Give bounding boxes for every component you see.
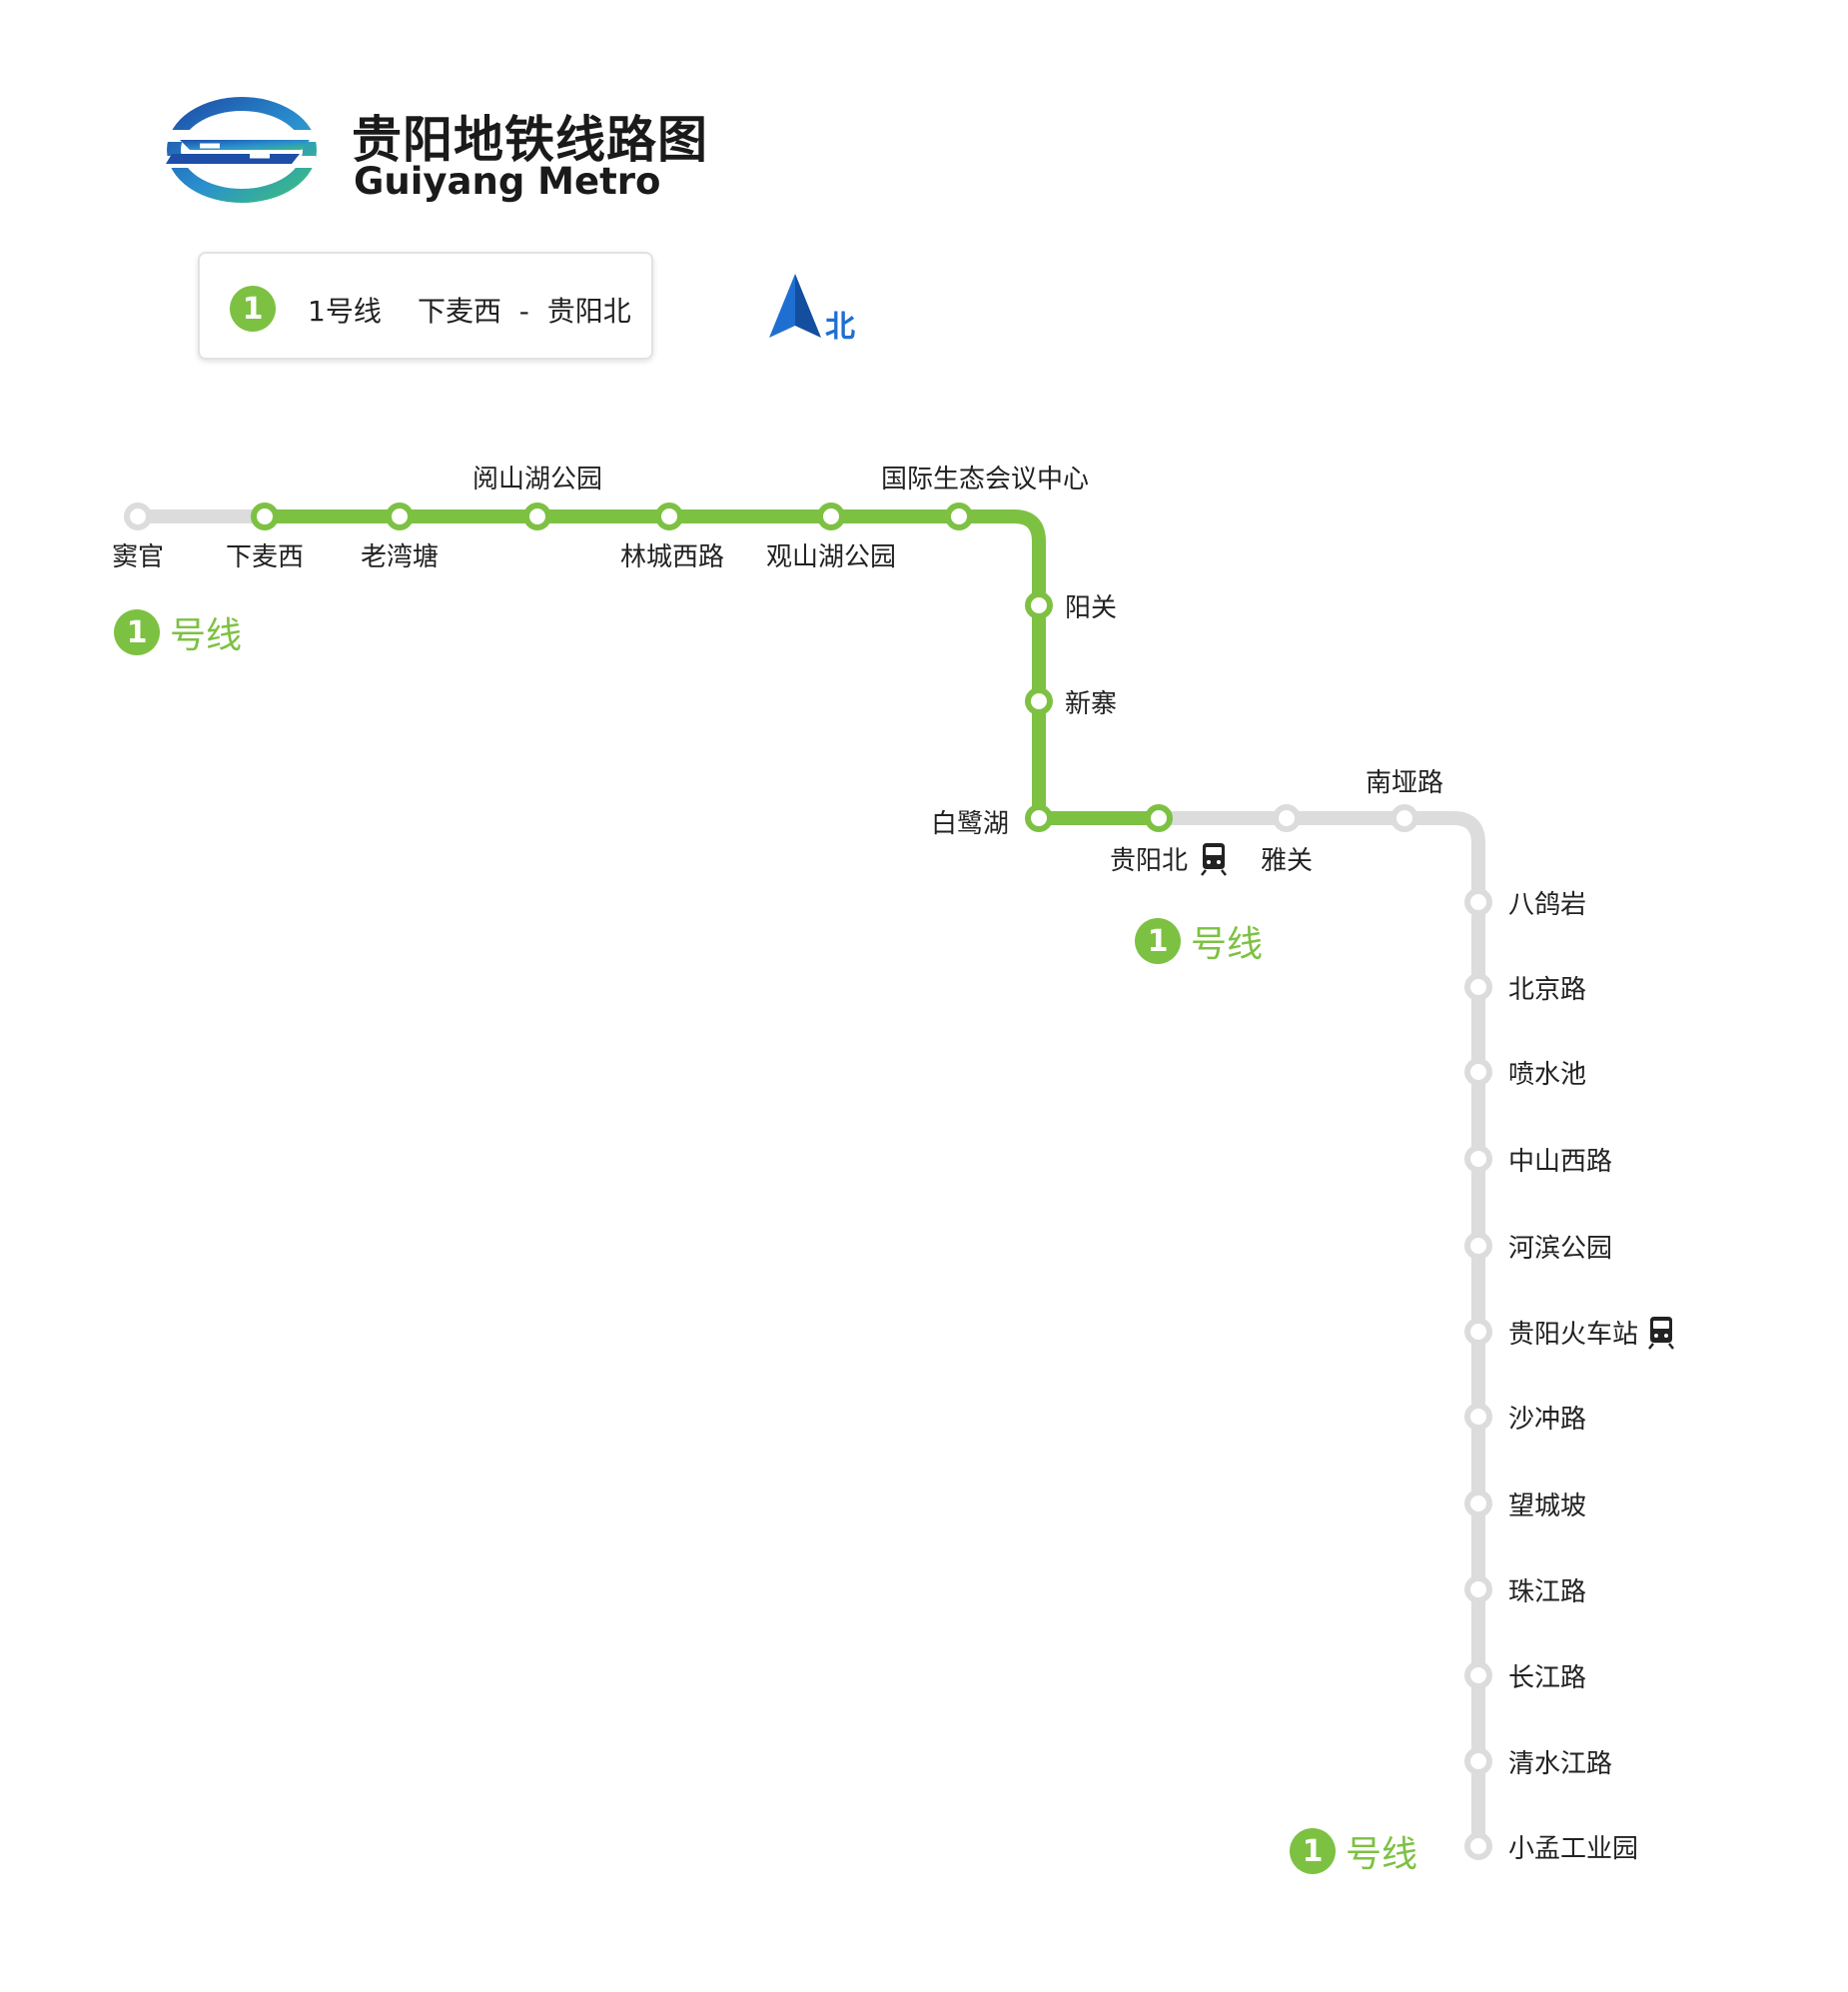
station-label[interactable]: 新寨 xyxy=(1065,689,1117,719)
station-label[interactable]: 窦官 xyxy=(112,542,164,572)
station-label[interactable]: 白鹭湖 xyxy=(931,809,1009,839)
station-marker[interactable] xyxy=(817,502,845,530)
railway-station-icon xyxy=(1648,1317,1674,1350)
station-label[interactable]: 阳关 xyxy=(1065,593,1117,623)
line1-inactive-east xyxy=(1152,811,1485,1853)
station-marker[interactable] xyxy=(124,502,152,530)
line-legend: 1 1号线 下麦西 - 贵阳北 xyxy=(198,252,653,360)
line1-active-section xyxy=(265,509,1159,825)
station-label[interactable]: 南垭路 xyxy=(1366,768,1443,798)
legend-line-route: 下麦西 - 贵阳北 xyxy=(418,295,631,328)
station-label[interactable]: 观山湖公园 xyxy=(766,542,896,572)
station-marker[interactable] xyxy=(1464,1575,1492,1603)
station-marker[interactable] xyxy=(1025,804,1053,832)
station-label[interactable]: 国际生态会议中心 xyxy=(881,465,1089,495)
station-marker[interactable] xyxy=(1464,1747,1492,1775)
station-label[interactable]: 八鸽岩 xyxy=(1508,890,1586,920)
station-marker[interactable] xyxy=(1025,591,1053,619)
station-marker[interactable] xyxy=(1464,1403,1492,1431)
line-badge-number: 1 xyxy=(114,609,160,655)
guiyang-metro-logo xyxy=(164,97,320,203)
line-badge: 1 号线 xyxy=(1290,1825,1417,1877)
station-label[interactable]: 喷水池 xyxy=(1508,1060,1586,1090)
station-marker[interactable] xyxy=(1464,1232,1492,1260)
legend-line-name: 1号线 xyxy=(308,295,382,328)
station-marker[interactable] xyxy=(1145,804,1173,832)
station-marker[interactable] xyxy=(1273,804,1301,832)
station-marker[interactable] xyxy=(523,502,551,530)
station-marker[interactable] xyxy=(386,502,414,530)
line-badge-number: 1 xyxy=(1135,918,1181,964)
station-label[interactable]: 贵阳北 xyxy=(1110,846,1188,876)
station-marker[interactable] xyxy=(1464,1145,1492,1173)
station-marker[interactable] xyxy=(945,502,973,530)
station-marker[interactable] xyxy=(251,502,279,530)
station-label[interactable]: 小孟工业园 xyxy=(1508,1834,1638,1864)
station-marker[interactable] xyxy=(655,502,683,530)
station-label[interactable]: 老湾塘 xyxy=(361,542,439,572)
station-label[interactable]: 河滨公园 xyxy=(1508,1234,1612,1264)
station-label[interactable]: 贵阳火车站 xyxy=(1508,1320,1638,1350)
station-label[interactable]: 望城坡 xyxy=(1508,1492,1586,1521)
station-marker[interactable] xyxy=(1464,1661,1492,1689)
station-label[interactable]: 长江路 xyxy=(1508,1663,1586,1693)
station-label[interactable]: 清水江路 xyxy=(1508,1749,1612,1779)
station-marker[interactable] xyxy=(1025,687,1053,715)
station-label[interactable]: 中山西路 xyxy=(1508,1147,1612,1177)
station-label[interactable]: 沙冲路 xyxy=(1508,1405,1586,1435)
station-marker[interactable] xyxy=(1464,1058,1492,1086)
line-badge-number: 1 xyxy=(1290,1828,1336,1874)
station-label[interactable]: 北京路 xyxy=(1508,975,1586,1005)
station-marker[interactable] xyxy=(1464,1318,1492,1346)
legend-line-badge: 1 xyxy=(230,286,276,332)
station-label[interactable]: 阅山湖公园 xyxy=(472,465,602,495)
line-badge-text: 号线 xyxy=(1346,1834,1418,1875)
station-label[interactable]: 林城西路 xyxy=(620,542,724,572)
north-arrow-icon xyxy=(769,274,821,338)
station-marker[interactable] xyxy=(1464,1832,1492,1860)
station-marker[interactable] xyxy=(1390,804,1418,832)
station-label[interactable]: 雅关 xyxy=(1261,846,1313,876)
page-title: 贵阳地铁线路图 xyxy=(352,111,708,169)
north-label: 北 xyxy=(825,310,855,345)
line-badge: 1 号线 xyxy=(1135,915,1263,967)
station-marker[interactable] xyxy=(1464,973,1492,1001)
station-marker[interactable] xyxy=(1464,1490,1492,1517)
line-badge-text: 号线 xyxy=(1191,924,1264,965)
station-label[interactable]: 珠江路 xyxy=(1508,1577,1586,1607)
line-badge: 1 号线 xyxy=(114,606,242,658)
page-subtitle: Guiyang Metro xyxy=(354,160,661,203)
railway-station-icon xyxy=(1201,843,1227,876)
line-badge-text: 号线 xyxy=(170,615,243,656)
station-marker[interactable] xyxy=(1464,888,1492,916)
station-label[interactable]: 下麦西 xyxy=(226,542,304,572)
